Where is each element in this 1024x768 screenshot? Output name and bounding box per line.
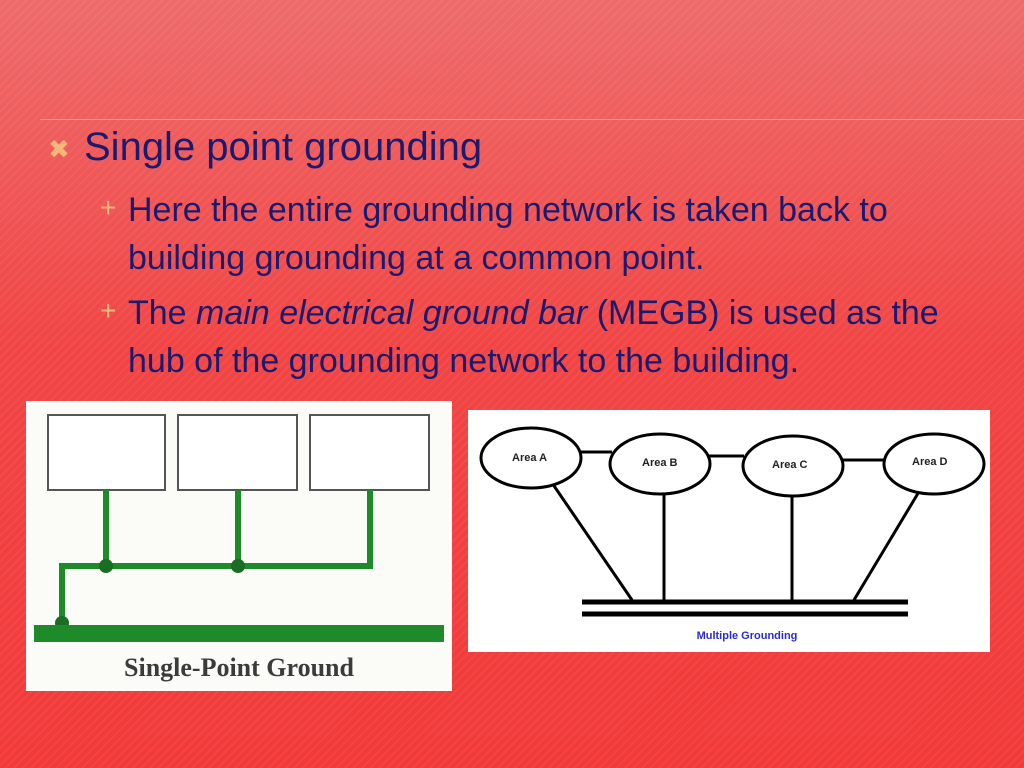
area-d-label: Area D xyxy=(912,456,948,468)
bullet-sub-2-pre: The xyxy=(128,294,197,332)
multiple-grounding-diagram xyxy=(479,426,986,617)
equipment-box-2 xyxy=(177,414,298,491)
junction-node xyxy=(99,559,113,573)
area-a-node xyxy=(479,426,583,490)
ground-line-d xyxy=(852,489,922,601)
multiple-grounding-figure: Area A Area B Area C Area D Multiple Gro… xyxy=(468,410,990,652)
bullet-sub-2-emphasis: main electrical ground bar xyxy=(196,294,588,332)
title-divider xyxy=(40,119,1024,120)
area-b-node xyxy=(608,432,712,496)
ground-wires xyxy=(59,490,373,625)
bullet-sub-2-post: (MEGB) is used as the hub of the groundi… xyxy=(128,294,939,380)
single-point-ground-figure: Single-Point Ground xyxy=(26,401,452,691)
area-d-node xyxy=(882,432,986,496)
equipment-box-3 xyxy=(309,414,430,491)
bullet-main: Single point grounding xyxy=(84,125,483,169)
area-a-label: Area A xyxy=(512,452,548,464)
area-c-node xyxy=(741,434,845,498)
bullet-sub-1: Here the entire grounding network is tak… xyxy=(128,191,888,277)
multiple-grounding-caption: Multiple Grounding xyxy=(696,630,798,642)
cross-icon: ✖ xyxy=(48,134,70,164)
junction-node xyxy=(231,559,245,573)
equipment-box-1 xyxy=(47,414,166,491)
single-point-ground-caption: Single-Point Ground xyxy=(124,653,354,682)
plus-icon: + xyxy=(100,295,117,326)
area-b-label: Area B xyxy=(642,457,678,469)
plus-icon: + xyxy=(100,192,117,223)
ground-bar xyxy=(34,625,444,642)
bullet-sub-2: The main electrical ground bar (MEGB) is… xyxy=(128,289,998,385)
single-point-ground-diagram xyxy=(34,414,444,642)
area-c-label: Area C xyxy=(772,459,808,471)
ground-line-a xyxy=(548,479,634,601)
